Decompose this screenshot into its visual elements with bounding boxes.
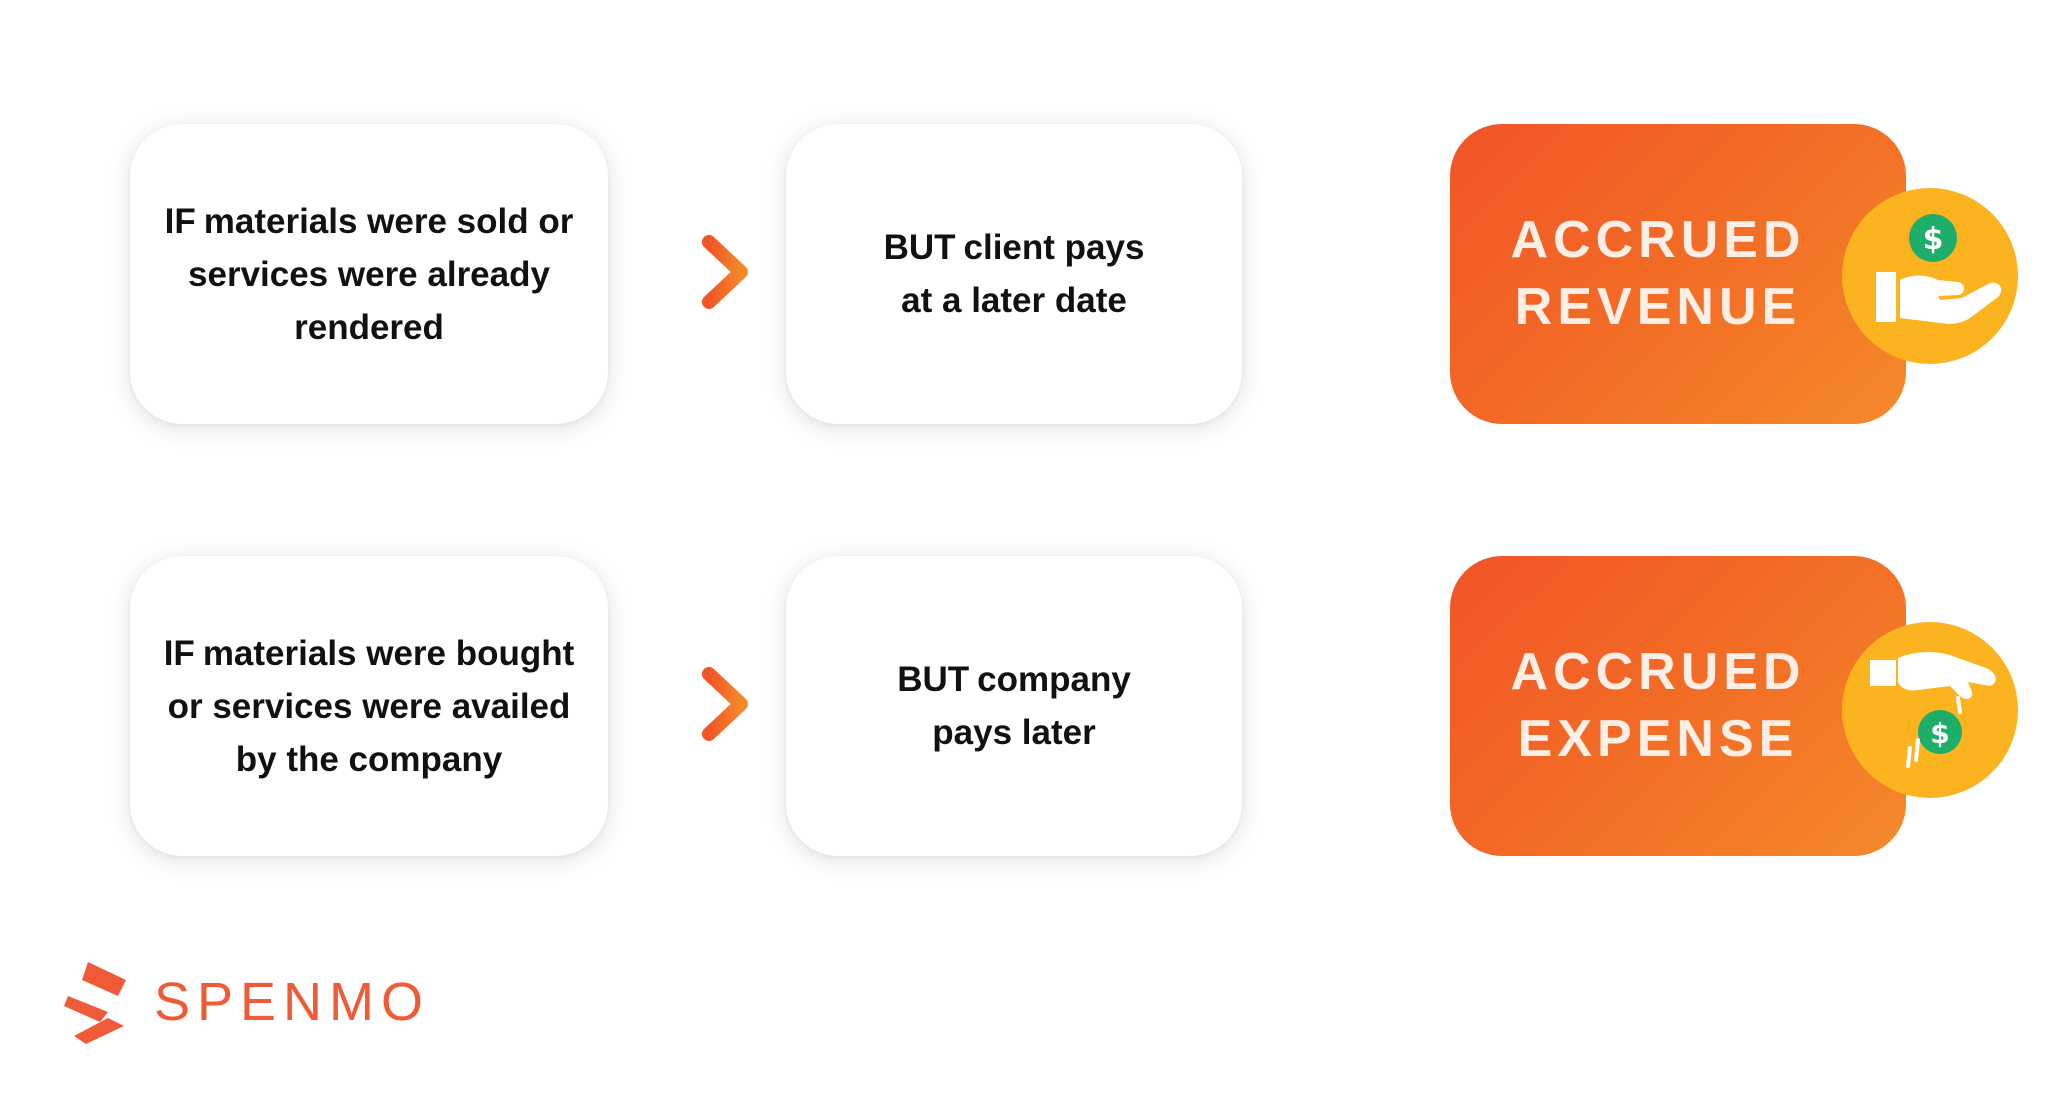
brand-logo: SPENMO <box>64 960 430 1044</box>
result-line-2: EXPENSE <box>1517 710 1799 768</box>
result-line-1: ACCRUED <box>1510 211 1806 269</box>
condition-text: materials were bought or services were a… <box>167 633 575 779</box>
arrow-right-icon <box>646 235 748 309</box>
result-accrued-expense: ACCRUED EXPENSE <box>1450 556 1906 856</box>
hand-dropping-money-icon: $ <box>1842 622 2018 798</box>
arrow-right-icon <box>646 667 748 741</box>
spenmo-logo-icon <box>64 962 126 1044</box>
condition-text: materials were sold or services were alr… <box>188 201 574 347</box>
condition-keyword: IF <box>163 633 195 673</box>
timing-keyword: BUT <box>897 660 970 699</box>
svg-text:$: $ <box>1930 717 1949 750</box>
condition-keyword: IF <box>164 201 196 241</box>
svg-text:$: $ <box>1923 222 1944 257</box>
equals-icon <box>1302 246 1396 296</box>
result-line-1: ACCRUED <box>1510 643 1806 701</box>
result-accrued-revenue: ACCRUED REVENUE <box>1450 124 1906 424</box>
result-line-2: REVENUE <box>1514 278 1802 336</box>
timing-text: client pays at a later date <box>901 228 1145 320</box>
equals-icon <box>1298 678 1392 728</box>
brand-name: SPENMO <box>154 972 431 1032</box>
timing-keyword: BUT <box>883 228 956 267</box>
timing-text: company pays later <box>932 660 1131 752</box>
hand-receiving-money-icon: $ <box>1842 188 2018 364</box>
